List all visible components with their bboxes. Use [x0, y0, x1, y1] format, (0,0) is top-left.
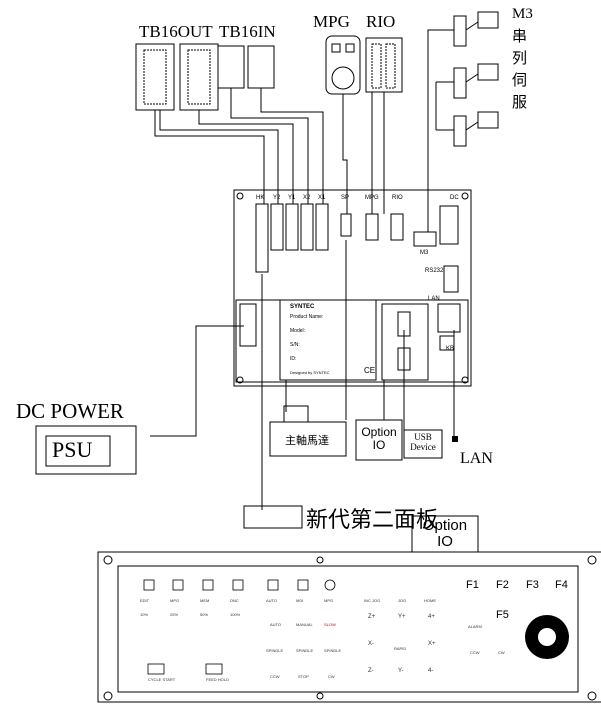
option-io-label-2: Option IO — [422, 517, 468, 550]
port-rio: RIO — [392, 195, 403, 201]
lan-label: LAN — [460, 450, 493, 467]
m3-label: M3 — [512, 6, 533, 22]
key-jog[interactable]: JOG — [398, 598, 407, 603]
psu-box — [35, 425, 137, 475]
key-dnc[interactable]: DNC — [230, 598, 239, 603]
key-y-minus[interactable]: Y- — [398, 668, 404, 674]
key-x-minus[interactable]: X- — [368, 641, 374, 647]
port-m3: M3 — [420, 250, 429, 256]
rio-module — [365, 37, 403, 93]
key-ov-10[interactable]: 10% — [140, 612, 149, 617]
key-mpg-2[interactable]: MPG — [324, 598, 334, 603]
port-kb: KB — [446, 346, 455, 352]
operator-panel — [97, 551, 601, 703]
key-home[interactable]: HOME — [424, 598, 436, 603]
key-ov-100[interactable]: 100% — [230, 612, 241, 617]
dc-power-label: DC POWER — [16, 399, 124, 423]
port-lan: LAN — [428, 296, 440, 302]
new-panel-box — [243, 505, 303, 529]
key-auto[interactable]: AUTO — [266, 598, 278, 603]
servo-char-1: 串 — [512, 29, 528, 45]
key-right-cw[interactable]: CW — [498, 650, 505, 655]
port-y2: Y2 — [273, 195, 281, 201]
ce-mark: CE — [364, 366, 376, 375]
tb16out-module-1 — [135, 43, 175, 111]
tb16in-module-1 — [217, 45, 245, 89]
port-mpg: MPG — [365, 195, 379, 201]
key-stop[interactable]: STOP — [298, 674, 309, 679]
key-mdi[interactable]: MDI — [296, 598, 304, 603]
servo-char-4: 服 — [512, 95, 528, 111]
key-4-plus[interactable]: 4+ — [428, 614, 435, 620]
key-alarm[interactable]: ALARM — [468, 624, 482, 629]
servo-drive-1 — [453, 15, 467, 47]
option-io-label-1: Option IO — [361, 425, 397, 452]
f3-key[interactable]: F3 — [526, 579, 539, 591]
mpg-device — [325, 35, 361, 95]
port-x2: X2 — [303, 195, 311, 201]
f2-key[interactable]: F2 — [496, 579, 509, 591]
port-dc: DC — [450, 195, 459, 201]
f1-key[interactable]: F1 — [466, 579, 479, 591]
key-feed-hold[interactable]: FEED HOLD — [206, 677, 229, 682]
f4-key[interactable]: F4 — [555, 579, 568, 591]
rio-label: RIO — [366, 12, 396, 31]
tb16out-module-2 — [179, 43, 219, 111]
servo-char-2: 列 — [512, 51, 528, 67]
key-y-plus[interactable]: Y+ — [398, 614, 406, 620]
designed-by-label: Designed by SYNTEC — [290, 370, 330, 375]
spindle-motor-label: 主軸馬達 — [285, 435, 329, 447]
sn-label: S/N: — [290, 342, 300, 348]
key-mem[interactable]: MEM — [200, 598, 210, 603]
key-motion-slow[interactable]: SLOW — [324, 622, 336, 627]
key-right-ccw[interactable]: CCW — [470, 650, 480, 655]
model-label: Model: — [290, 328, 306, 334]
port-x1: X1 — [318, 195, 326, 201]
key-edit[interactable]: EDIT — [140, 598, 150, 603]
controller-unit — [233, 189, 472, 387]
psu-label: PSU — [52, 437, 93, 462]
usb-box — [403, 429, 443, 459]
new-panel-label: 新代第二面板 — [306, 507, 439, 532]
key-mpg[interactable]: MPG — [170, 598, 180, 603]
key-motion-manual[interactable]: MANUAL — [296, 622, 313, 627]
tb16in-label: TB16IN — [219, 22, 276, 41]
key-inc-jog[interactable]: INC JOG — [364, 598, 381, 603]
usb-device-label: USB Device — [410, 432, 436, 452]
key-x-plus[interactable]: X+ — [428, 641, 436, 647]
key-spindle-3[interactable]: SPINDLE — [324, 648, 342, 653]
key-rapid[interactable]: RAPID — [394, 646, 407, 651]
key-4-minus[interactable]: 4- — [428, 668, 434, 674]
key-z-plus[interactable]: Z+ — [368, 614, 376, 620]
tb16out-label: TB16OUT — [139, 22, 213, 41]
port-hk: HK — [256, 195, 265, 201]
servo-drive-3 — [453, 115, 467, 147]
key-ov-25[interactable]: 25% — [170, 612, 179, 617]
brand-label: SYNTEC — [290, 304, 315, 310]
product-name-label: Product Name: — [290, 314, 324, 320]
port-rs232: RS232 — [425, 268, 444, 274]
key-cycle-start[interactable]: CYCLE START — [148, 677, 176, 682]
key-spindle-1[interactable]: SPINDLE — [266, 648, 284, 653]
key-ccw[interactable]: CCW — [270, 674, 280, 679]
option-io-box-1 — [355, 419, 403, 461]
id-label: ID: — [290, 356, 297, 362]
servo-char-3: 伺 — [512, 73, 528, 89]
servo-label: 串 列 伺 服 — [512, 26, 530, 114]
mpg-label: MPG — [313, 12, 350, 31]
key-ov-50[interactable]: 50% — [200, 612, 209, 617]
servo-drive-2 — [453, 67, 467, 99]
port-sp: SP — [341, 195, 350, 201]
tb16in-module-2 — [247, 45, 275, 89]
key-spindle-2[interactable]: SPINDLE — [296, 648, 314, 653]
key-cw[interactable]: CW — [328, 674, 335, 679]
f5-key[interactable]: F5 — [496, 609, 509, 621]
key-z-minus[interactable]: Z- — [368, 668, 374, 674]
key-motion-auto[interactable]: AUTO — [270, 622, 282, 627]
port-y1: Y1 — [288, 195, 296, 201]
